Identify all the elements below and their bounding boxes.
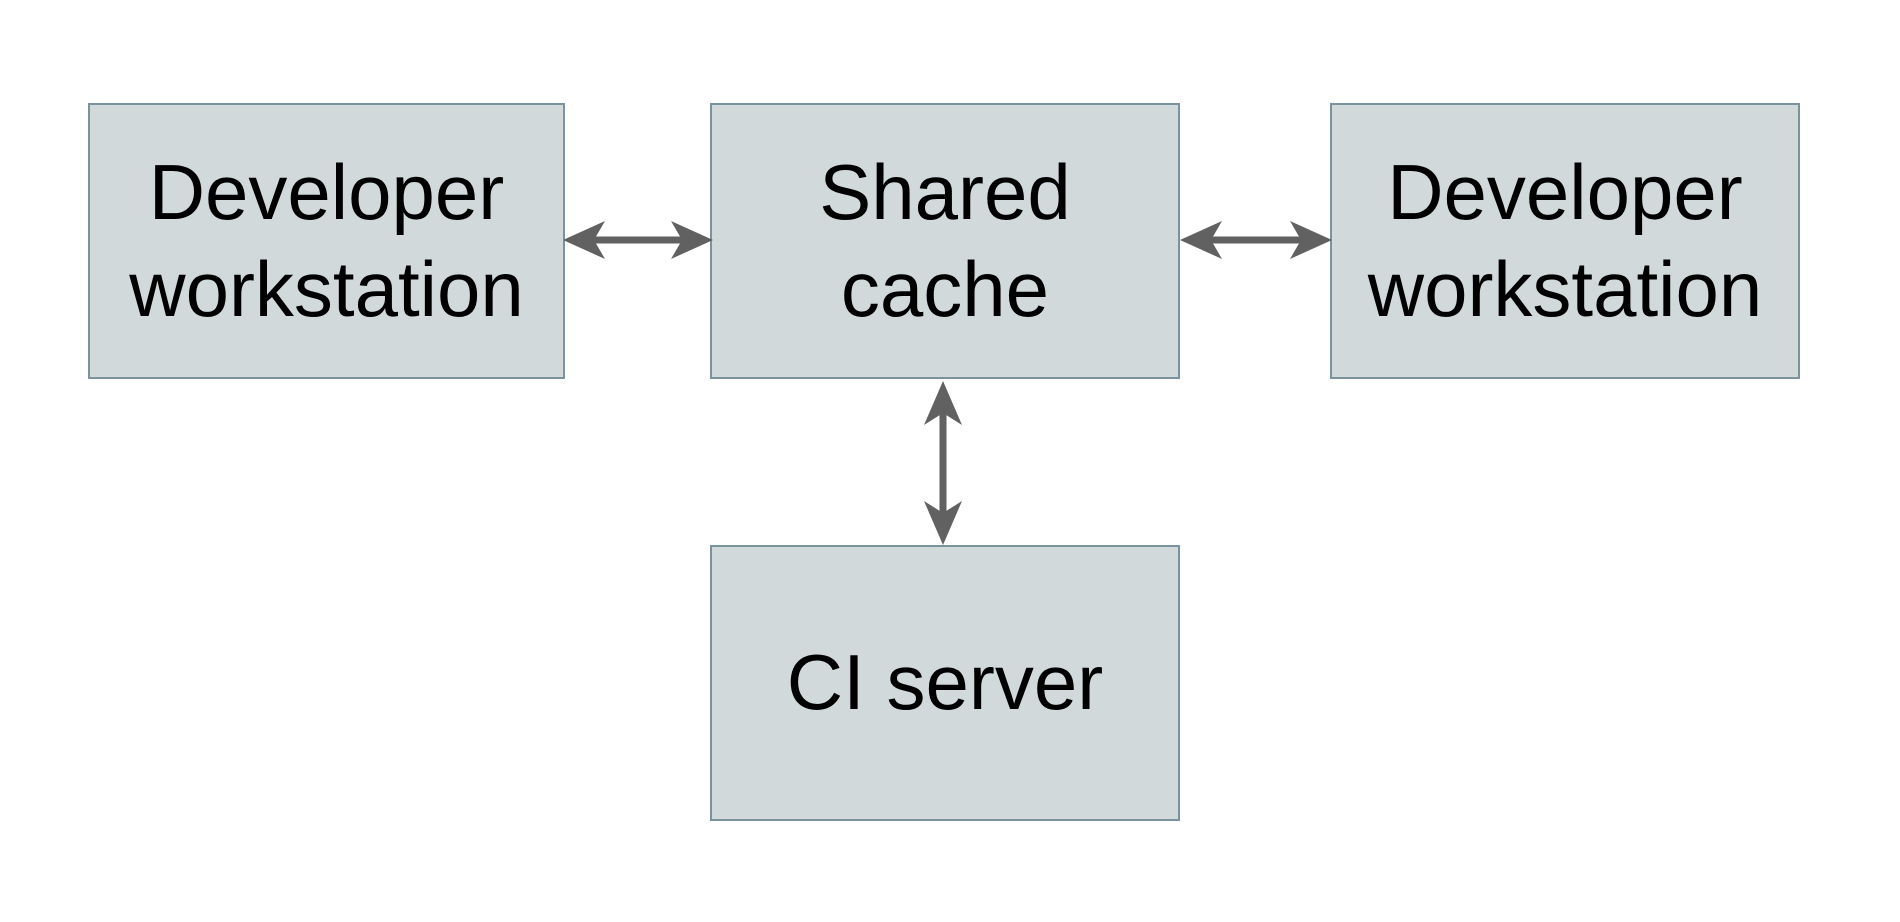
- node-developer-workstation-right: Developer workstation: [1330, 103, 1800, 379]
- bidirectional-arrow-shared-cache-to-workstation-right: [1180, 221, 1332, 259]
- node-developer-workstation-left: Developer workstation: [88, 103, 565, 379]
- node-label-shared-cache: Shared cache: [819, 147, 1071, 334]
- node-label-developer-workstation-left: Developer workstation: [129, 147, 524, 334]
- node-label-developer-workstation-right: Developer workstation: [1367, 147, 1763, 334]
- node-shared-cache: Shared cache: [710, 103, 1180, 379]
- bidirectional-arrow-shared-cache-to-ci-server: [924, 381, 962, 545]
- bidirectional-arrow-workstation-left-to-shared-cache: [563, 221, 713, 259]
- node-label-ci-server: CI server: [786, 638, 1104, 727]
- node-ci-server: CI server: [710, 545, 1180, 821]
